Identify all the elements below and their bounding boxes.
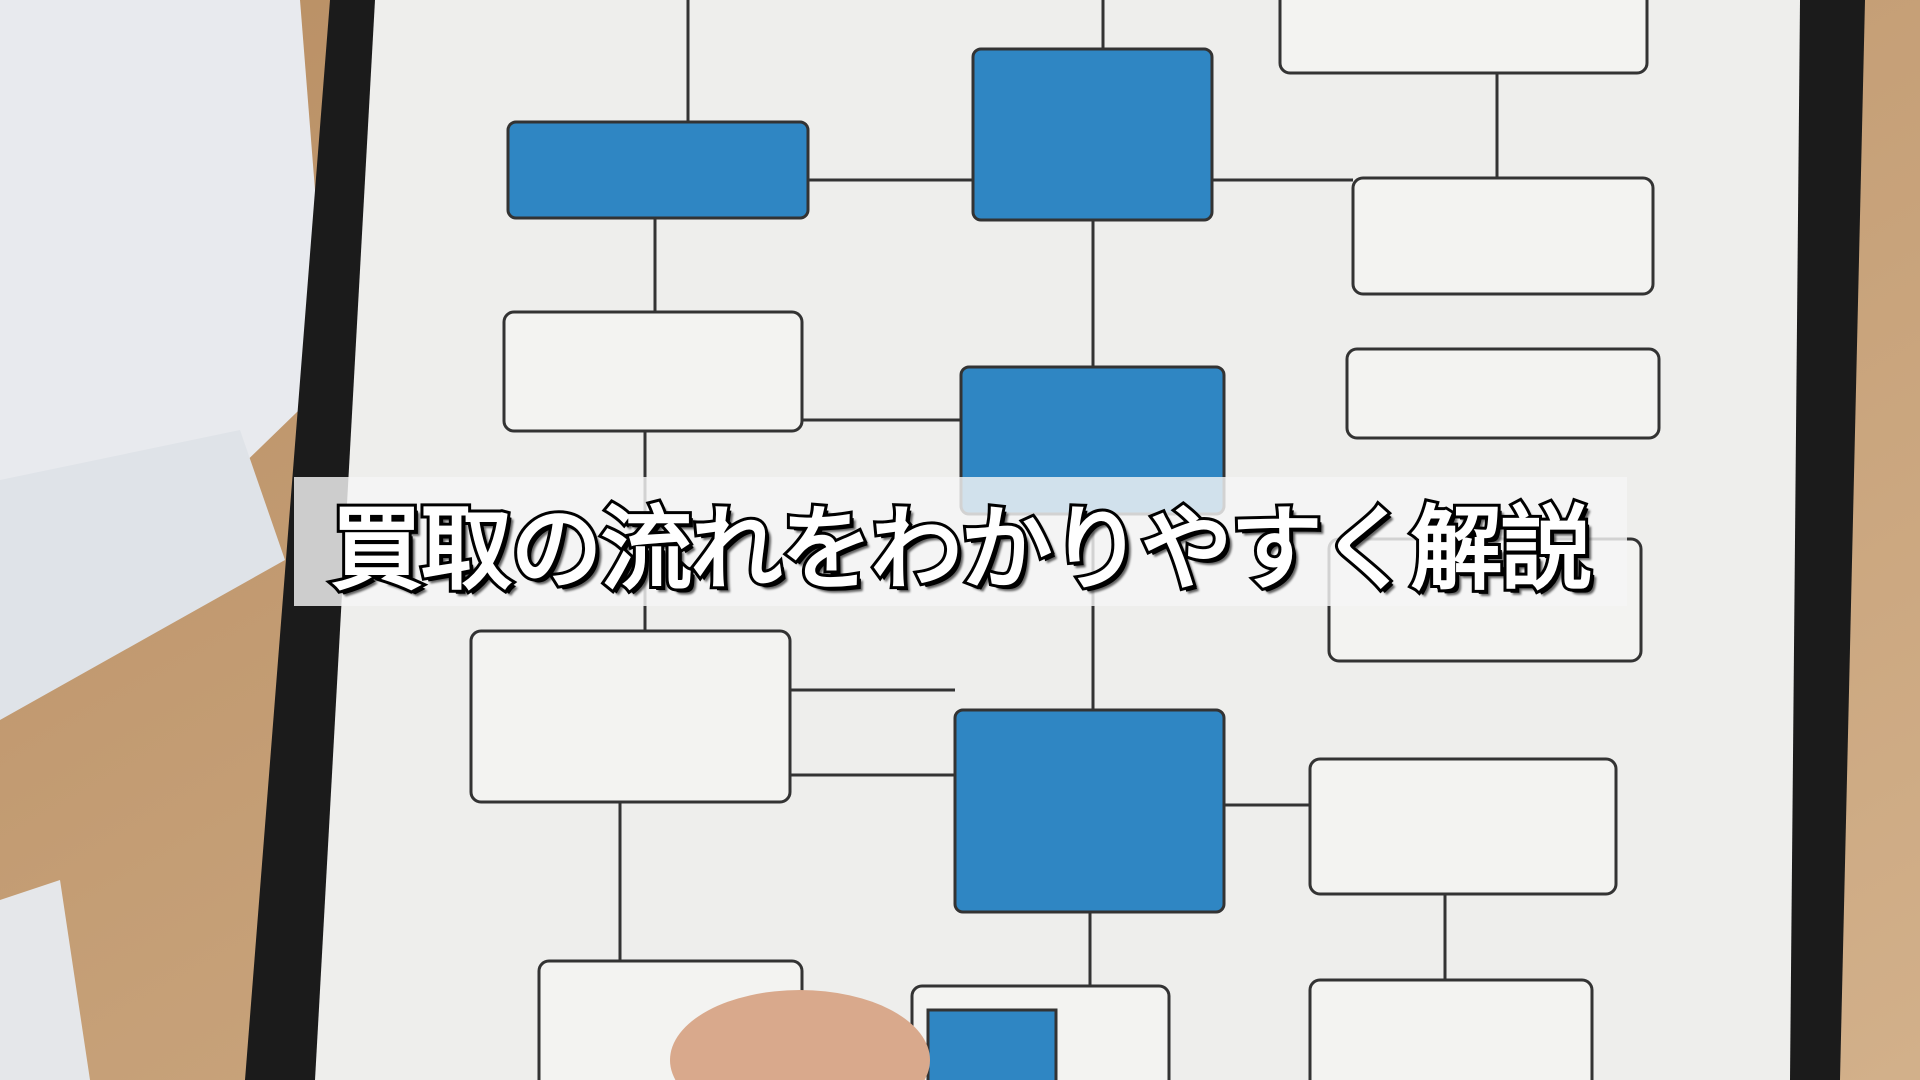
flowchart-box <box>1345 347 1661 440</box>
title-banner: 買取の流れをわかりやすく解説 <box>294 477 1627 606</box>
flowchart-box <box>1308 757 1618 896</box>
flowchart-box-blue <box>926 1008 1058 1080</box>
flowchart-box-blue <box>953 708 1226 914</box>
flowchart-box <box>469 629 792 804</box>
flowchart-box-blue <box>506 120 810 220</box>
flowchart-box <box>1308 978 1594 1080</box>
flowchart-box <box>1278 0 1649 75</box>
flowchart-box <box>502 310 804 433</box>
paper-sheet <box>0 880 90 1080</box>
paper-sheet <box>0 430 285 720</box>
finger <box>670 990 930 1080</box>
page-title: 買取の流れをわかりやすく解説 <box>327 493 1595 606</box>
flowchart-box-blue <box>971 47 1214 222</box>
flowchart-box <box>1351 176 1655 296</box>
